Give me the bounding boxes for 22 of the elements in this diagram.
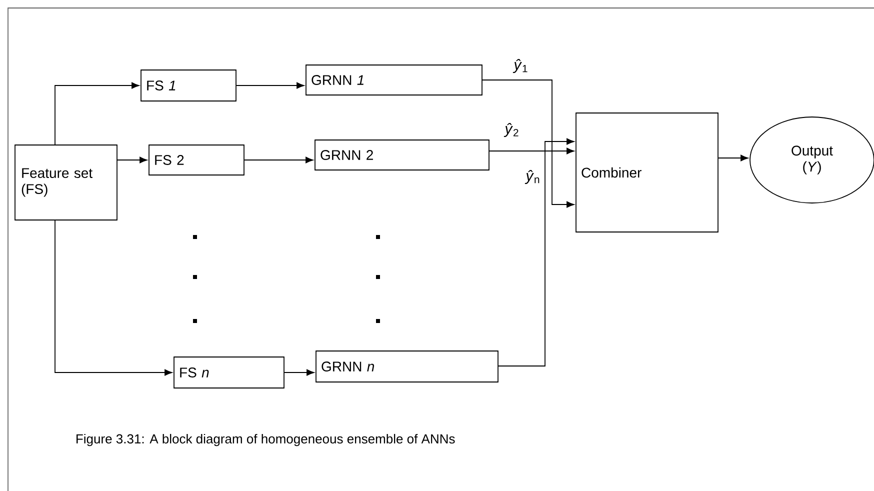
figure-caption: Figure 3.31: A block diagram of homogeneous ensemble of ANNs: [76, 434, 455, 446]
edge-label: ŷ$_{2}$: [504, 123, 518, 138]
process-box: GRNN 1: [306, 64, 482, 96]
arrow: [236, 82, 304, 89]
process-box: Combiner: [576, 112, 718, 232]
arrow: [116, 156, 148, 164]
arrow: [498, 138, 574, 366]
arrow: [482, 80, 574, 208]
process-box: GRNN 2: [314, 140, 490, 170]
arrow: [54, 82, 140, 146]
arrow: [244, 156, 314, 164]
edge-label: ŷ$_{n}$: [524, 170, 540, 184]
arrow: [488, 148, 574, 154]
arrow: [718, 154, 748, 162]
process-box: FS 2: [148, 144, 244, 176]
arrow: [54, 220, 172, 376]
arrow: [284, 369, 314, 376]
process-box: FS n: [174, 356, 284, 388]
edge-label: ŷ$_{1}$: [512, 59, 528, 74]
process-box: FS 1: [140, 70, 236, 102]
process-box: Feature set (FS): [14, 144, 118, 220]
process-box: GRNN n: [316, 350, 498, 382]
